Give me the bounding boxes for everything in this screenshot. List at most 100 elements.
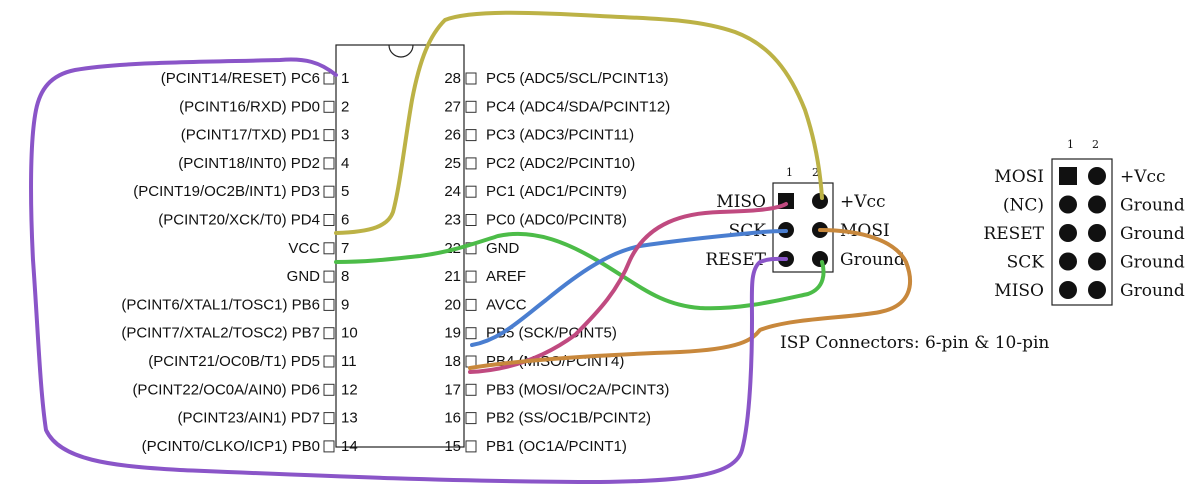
isp10-pin <box>1088 167 1106 185</box>
isp10-left-label: MOSI <box>994 167 1044 187</box>
pin-box <box>323 327 335 340</box>
pin-box <box>323 242 335 255</box>
pin-box <box>323 298 335 311</box>
isp10-right-label: Ground <box>1120 281 1185 301</box>
right-pin-number: 16 <box>444 410 461 427</box>
right-pin-number: 23 <box>444 212 461 229</box>
left-pin-label: (PCINT17/TXD) PD1 <box>181 127 320 144</box>
left-pin-number: 10 <box>341 325 358 342</box>
wires <box>29 10 912 484</box>
left-pin-label: GND <box>287 268 321 285</box>
pin-box <box>323 72 335 85</box>
right-pin-number: 17 <box>444 381 461 398</box>
right-pin-label: PB3 (MOSI/OC2A/PCINT3) <box>486 381 669 398</box>
isp10-right-label: +Vcc <box>1120 167 1166 187</box>
pin-box <box>323 440 335 453</box>
chip-body <box>335 44 465 448</box>
isp10-pin <box>1088 252 1106 271</box>
right-pin-label: PC2 (ADC2/PCINT10) <box>486 155 635 172</box>
isp10-pin <box>1088 224 1106 242</box>
isp10-left-label: RESET <box>983 224 1044 244</box>
isp6-label-mosi: MOSI <box>840 221 890 241</box>
pin-box <box>465 327 477 340</box>
isp10-left-label: MISO <box>994 281 1044 301</box>
isp10-pin <box>1088 281 1106 299</box>
wire-mosi <box>468 228 912 370</box>
left-pin-label: (PCINT19/OC2B/INT1) PD3 <box>133 183 320 200</box>
right-pin-label: PC5 (ADC5/SCL/PCINT13) <box>486 70 669 87</box>
left-pin-number: 7 <box>341 240 349 257</box>
pin-box <box>465 129 477 142</box>
isp10-left-label: SCK <box>1007 253 1045 273</box>
pin-box <box>465 298 477 311</box>
right-pin-number: 20 <box>444 296 461 313</box>
isp6-label-miso: MISO <box>716 192 766 212</box>
isp10-pin <box>1059 195 1077 214</box>
right-pin-number: 28 <box>444 70 461 87</box>
pin-box <box>323 214 335 226</box>
left-pin-label: (PCINT21/OC0B/T1) PD5 <box>148 353 320 370</box>
right-pin-label: AVCC <box>486 296 527 313</box>
right-pin-number: 19 <box>444 325 461 342</box>
left-pin-label: (PCINT0/CLKO/ICP1) PB0 <box>142 438 320 455</box>
left-pin-label: (PCINT23/AIN1) PD7 <box>177 410 320 427</box>
pin-box <box>323 185 335 198</box>
isp6-pin-2 <box>812 193 828 209</box>
pin-box <box>323 383 335 396</box>
left-pin-number: 9 <box>341 296 349 313</box>
left-pin-label: (PCINT16/RXD) PD0 <box>179 98 320 115</box>
isp-6pin-header: 1 2 MISO SCK RESET +Vcc MOSI Ground <box>705 166 905 273</box>
pin-box <box>465 383 477 396</box>
pin-box <box>323 412 335 425</box>
isp10-right-label: Ground <box>1120 196 1185 216</box>
left-pin-number: 12 <box>341 381 358 398</box>
isp10-col-2: 2 <box>1092 138 1099 151</box>
right-pin-label: PB1 (OC1A/PCINT1) <box>486 438 627 455</box>
isp10-pin-grid <box>1059 167 1106 299</box>
left-pin-number: 6 <box>341 212 349 229</box>
right-pin-number: 26 <box>444 127 461 144</box>
isp6-label-vcc: +Vcc <box>840 192 886 212</box>
left-pin-number: 13 <box>341 410 358 427</box>
right-pin-label: PB2 (SS/OC1B/PCINT2) <box>486 410 651 427</box>
wire-reset <box>29 57 788 484</box>
isp10-pin-1 <box>1059 167 1077 185</box>
pin-box <box>465 100 477 113</box>
wire-miso <box>468 202 788 374</box>
right-pin-label: PC3 (ADC3/PCINT11) <box>486 127 634 144</box>
isp10-right-label: Ground <box>1120 224 1185 244</box>
isp6-label-reset: RESET <box>705 250 766 270</box>
isp10-pin <box>1059 224 1077 242</box>
right-pin-number: 21 <box>444 268 461 285</box>
isp10-pin <box>1059 252 1077 271</box>
isp6-pin-6 <box>812 251 828 267</box>
left-pin-number: 8 <box>341 268 349 285</box>
isp10-pin <box>1059 281 1077 299</box>
right-pin-label: PC4 (ADC4/SDA/PCINT12) <box>486 98 670 115</box>
left-pin-number: 11 <box>341 353 357 370</box>
right-pin-label: PC1 (ADC1/PCINT9) <box>486 183 627 200</box>
right-pin-number: 18 <box>444 353 461 370</box>
right-pin-label: PB5 (SCK/PCINT5) <box>486 325 617 342</box>
isp10-left-label: (NC) <box>1003 196 1044 216</box>
left-pin-label: VCC <box>288 240 320 257</box>
wire-vcc <box>334 10 824 235</box>
pin-box <box>323 157 335 170</box>
right-pin-label: GND <box>486 240 520 257</box>
pin-box <box>465 270 477 283</box>
pin-box <box>465 185 477 198</box>
right-pin-label: PC0 (ADC0/PCINT8) <box>486 212 627 229</box>
left-pin-number: 14 <box>341 438 358 455</box>
left-pin-number: 2 <box>341 98 349 115</box>
chip-package <box>335 44 465 448</box>
left-pin-label: (PCINT6/XTAL1/TOSC1) PB6 <box>121 296 320 313</box>
pin-box <box>465 440 477 453</box>
left-pin-label: (PCINT7/XTAL2/TOSC2) PB7 <box>121 325 320 342</box>
pin-box <box>323 100 335 113</box>
left-pin-number: 5 <box>341 183 349 200</box>
right-pin-number: 15 <box>444 438 461 455</box>
